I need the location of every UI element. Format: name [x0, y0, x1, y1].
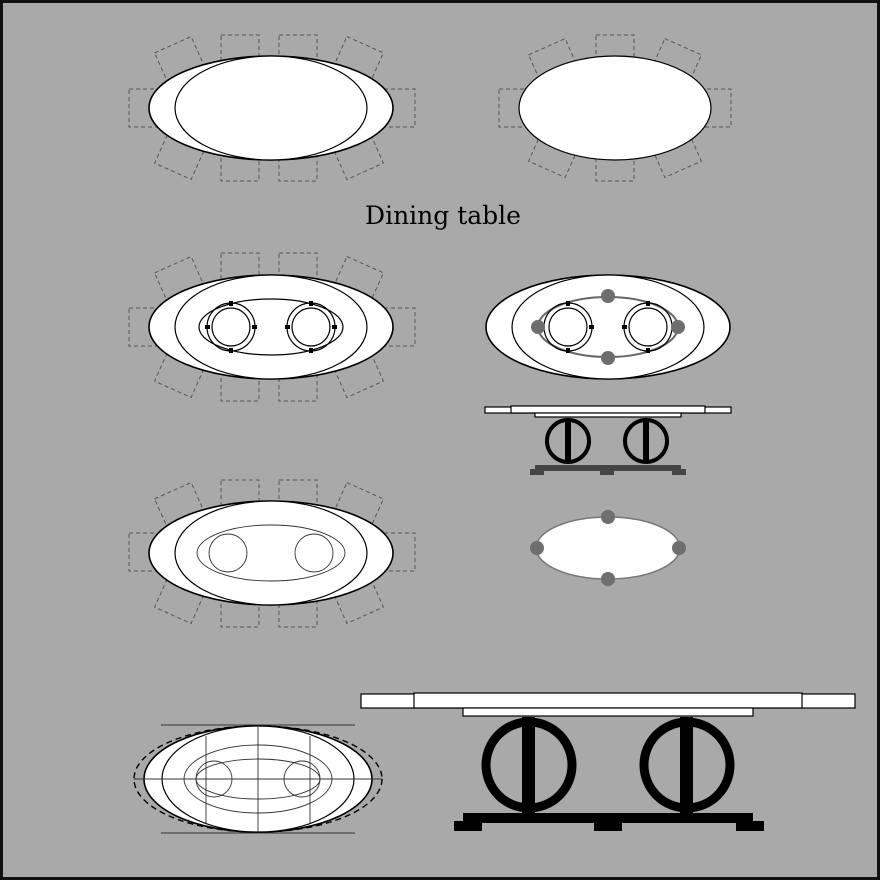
foot: [736, 821, 764, 831]
pedestal-right: [623, 418, 669, 464]
plan-base-outline-with-chairs: [128, 479, 416, 628]
chair-set: [128, 479, 416, 628]
pedestal-ring-left: [205, 301, 257, 353]
pedestal-left: [481, 717, 577, 813]
pedestal-right: [639, 717, 735, 813]
table-top: [413, 692, 803, 709]
base-oval: [535, 516, 681, 580]
base-outline: [196, 524, 346, 582]
plan-closed-with-chairs: [498, 34, 732, 182]
pedestal-outline: [294, 533, 334, 573]
hub-dot: [671, 320, 685, 334]
hub-dot: [531, 320, 545, 334]
pedestal-outline: [208, 533, 248, 573]
elevation-large: [360, 692, 856, 831]
hub-dot: [601, 289, 615, 303]
foot: [454, 821, 482, 831]
table-top: [518, 55, 712, 161]
drawing-title: Dining table: [365, 201, 521, 230]
table-top: [510, 405, 706, 414]
elevation-small: [484, 405, 732, 475]
foot: [594, 821, 622, 831]
table-top: [174, 55, 368, 161]
table-top: [174, 500, 368, 606]
table-top: [511, 274, 705, 380]
hub-dot: [601, 351, 615, 365]
hub-dot: [601, 510, 615, 524]
table-top: [174, 274, 368, 380]
plan-pedestals-no-chairs: [485, 274, 731, 380]
pedestal-left: [545, 418, 591, 464]
pedestal-ring-right: [285, 301, 337, 353]
plan-oval-base: [530, 510, 686, 586]
apron: [462, 707, 754, 717]
plan-construction: [133, 724, 383, 834]
plan-pedestals-with-chairs: [128, 252, 416, 402]
hub-dot: [601, 572, 615, 586]
base-plate: [535, 465, 681, 471]
base-frame: [198, 298, 344, 356]
cad-drawing: [128, 34, 856, 834]
plan-extended-with-chairs: [128, 34, 416, 182]
apron: [534, 412, 682, 418]
base-plate: [463, 813, 753, 823]
hub-dot: [530, 541, 544, 555]
hub-dot: [672, 541, 686, 555]
